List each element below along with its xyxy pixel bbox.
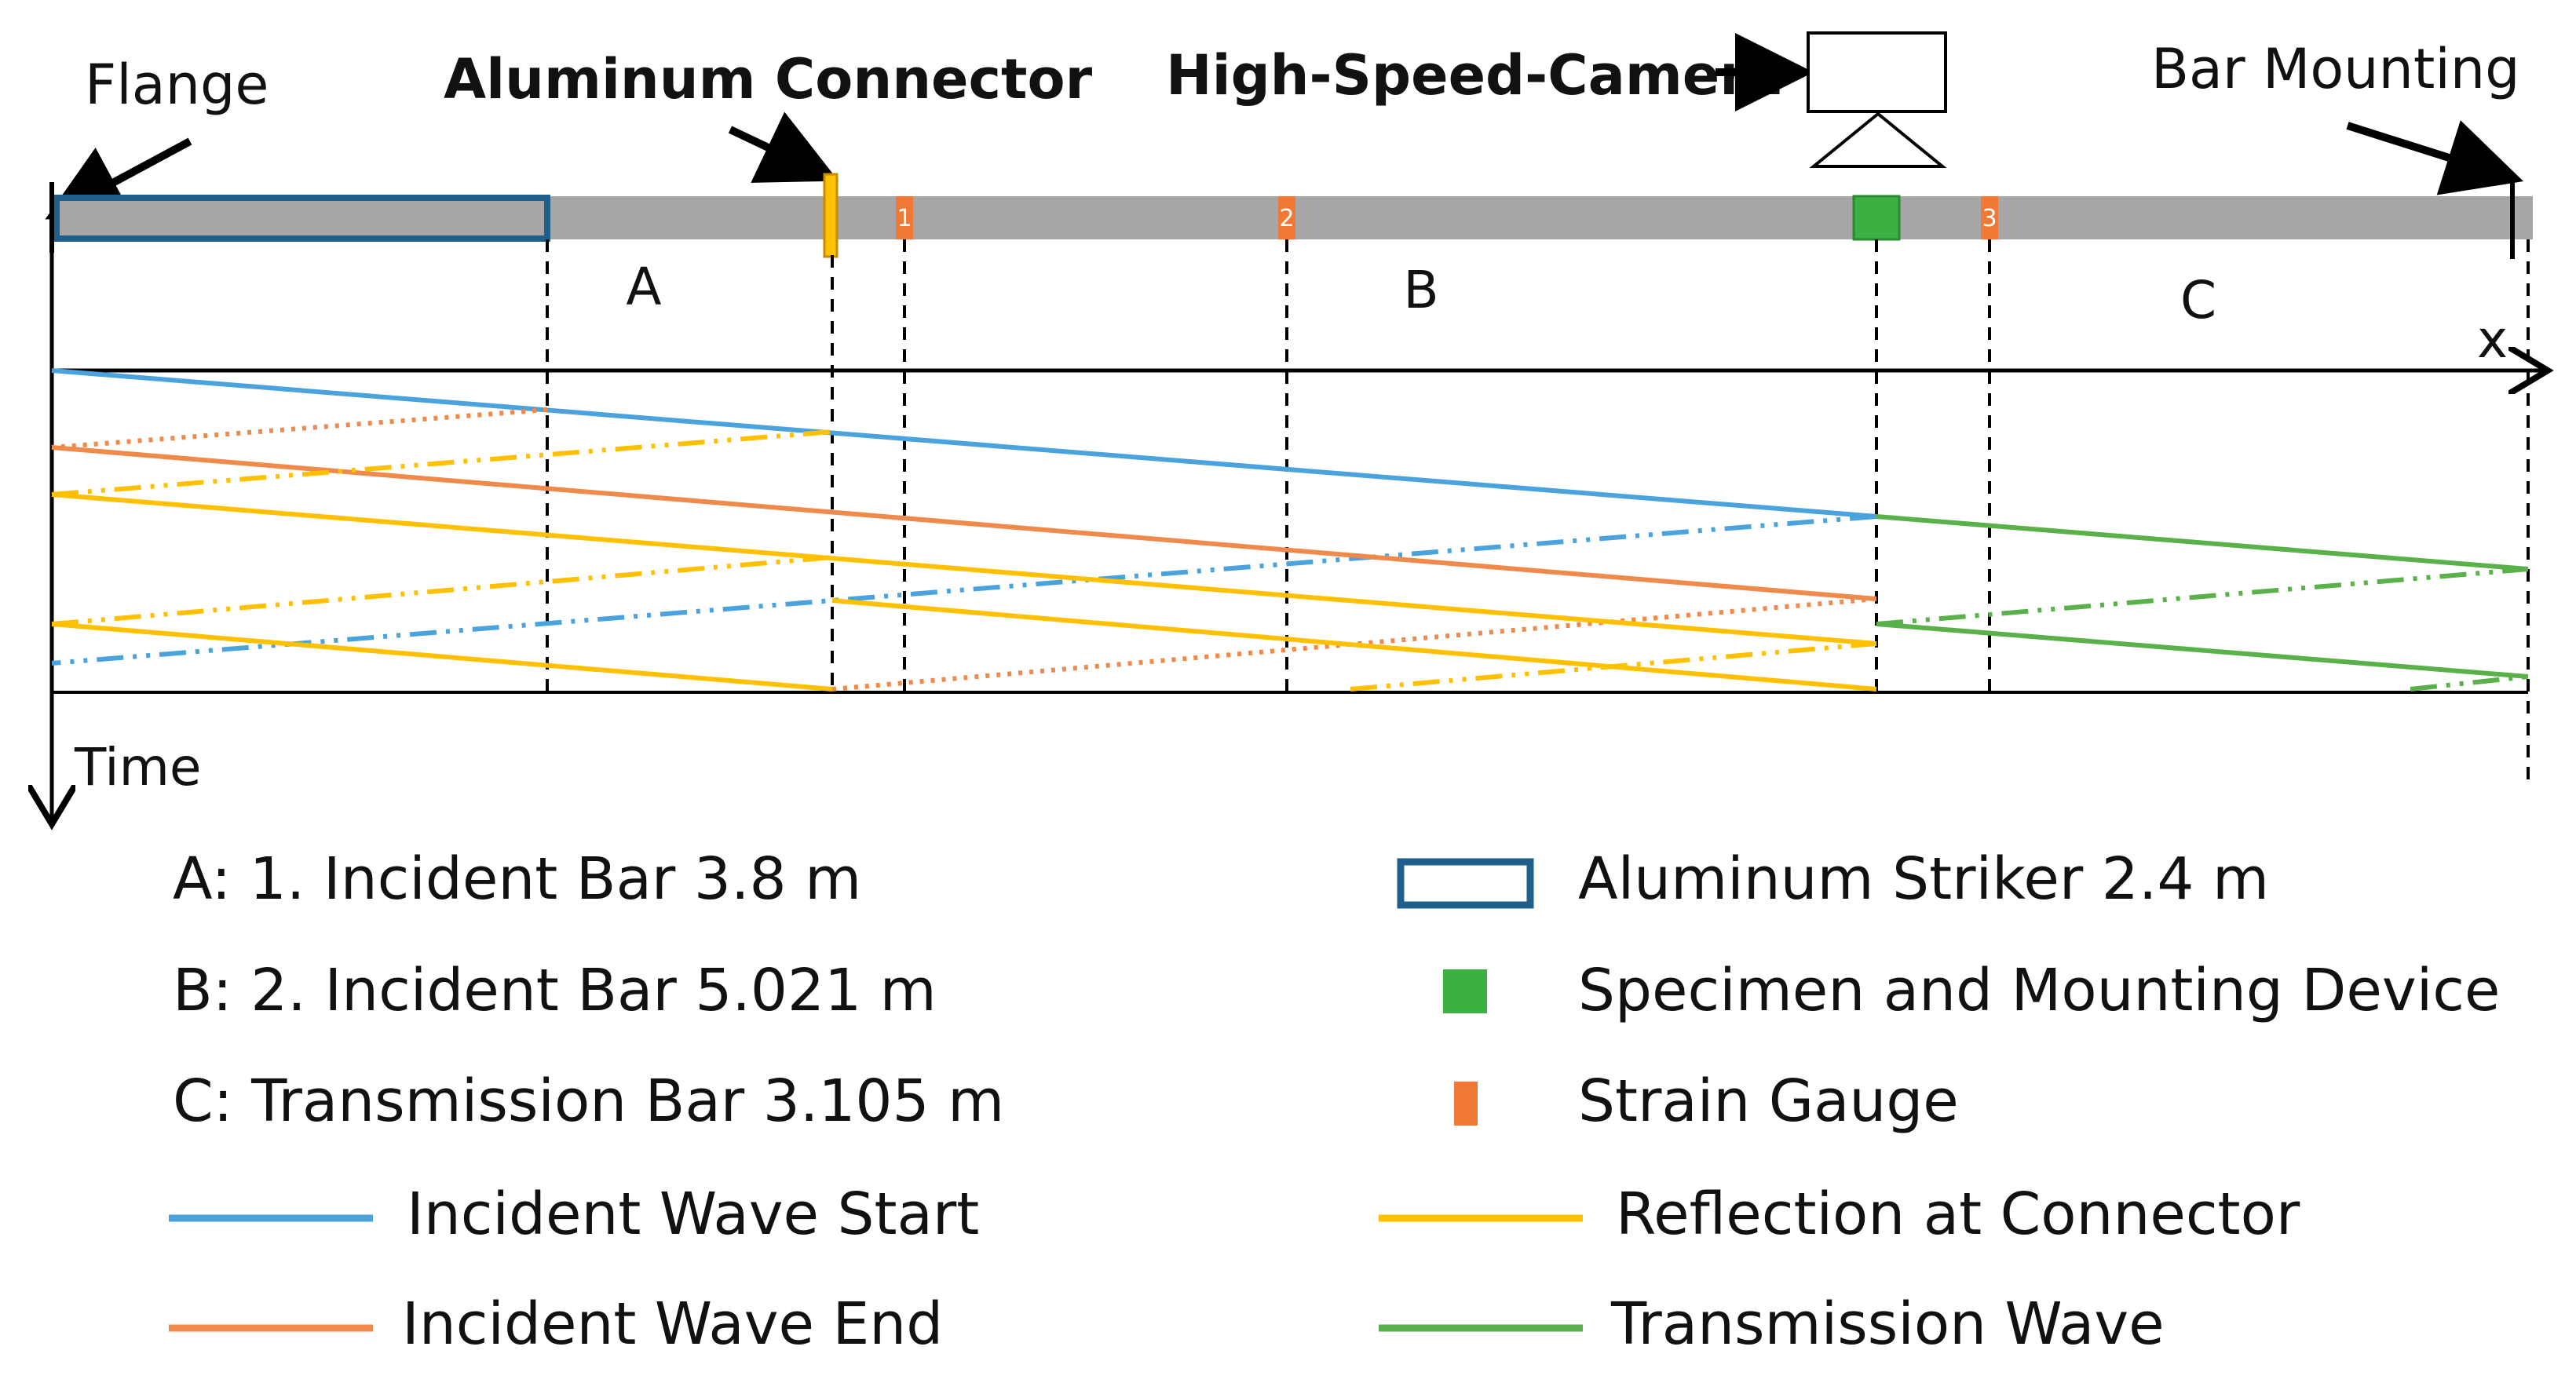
legend-transmission-text: Transmission Wave [1610,1290,2165,1358]
aluminum-striker [53,195,550,242]
legend-incident-end-text: Incident Wave End [402,1290,943,1358]
x-axis-label: x [2477,309,2508,370]
reflection-dashdot-3 [1350,641,1877,692]
legend-reflection-text: Reflection at Connector [1616,1181,2300,1248]
section-a-label: A [626,257,661,317]
legend-section-c: C: Transmission Bar 3.105 m [173,1067,1004,1135]
legend-section-b: B: 2. Incident Bar 5.021 m [173,957,937,1024]
strain-gauge-2: 2 [1278,196,1295,239]
gauge-2-number: 2 [1279,205,1294,232]
section-dividers [546,239,2530,781]
aluminum-connector [823,173,839,258]
incident-end-wave [51,445,1877,601]
high-speed-camera-label: High-Speed-Camera [1166,43,1784,108]
legend-section-a: A: 1. Incident Bar 3.8 m [173,845,861,913]
specimen [1852,195,1901,241]
legend-gauge-text: Strain Gauge [1578,1067,1959,1135]
flange-label: Flange [85,53,269,117]
transmission-wave-1 [1876,514,2529,571]
section-b-label: B [1403,260,1438,320]
legend: A: 1. Incident Bar 3.8 m B: 2. Incident … [169,845,2500,1358]
incident-start-wave [51,368,1877,519]
legend-striker-marker [1397,858,1534,909]
legend-specimen-text: Specimen and Mounting Device [1578,957,2500,1024]
strain-gauge-3: 3 [1981,196,1998,239]
bar-mounting-label: Bar Mounting [2151,37,2520,101]
strain-gauge-1: 1 [896,196,913,239]
reflection-1 [51,492,1877,646]
section-c-label: C [2180,270,2216,330]
legend-incident-start-text: Incident Wave Start [407,1181,979,1248]
incident-start-reflection [51,514,1877,666]
wave-paths [51,368,2529,692]
camera-icon [1807,31,1947,168]
incident-end-dotted-1 [51,407,548,450]
legend-specimen-marker [1443,969,1487,1013]
aluminum-connector-label: Aluminum Connector [444,47,1093,111]
gauge-1-number: 1 [897,205,912,232]
transmission-wave-2 [1876,622,2529,679]
reflection-3 [51,622,833,692]
legend-striker-text: Aluminum Striker 2.4 m [1578,845,2269,913]
connector-arrow [728,111,839,183]
time-axis-label: Time [74,737,202,797]
reflection-dashdot-2 [51,555,833,626]
transmission-dashdot-2 [2410,674,2529,692]
mounting-arrow [2346,120,2524,195]
reflection-2 [831,598,1877,692]
reflection-dashdot-1 [51,429,833,497]
gauge-3-number: 3 [1982,205,1997,232]
transmission-dashdot-1 [1876,567,2529,626]
legend-gauge-marker [1454,1082,1478,1126]
